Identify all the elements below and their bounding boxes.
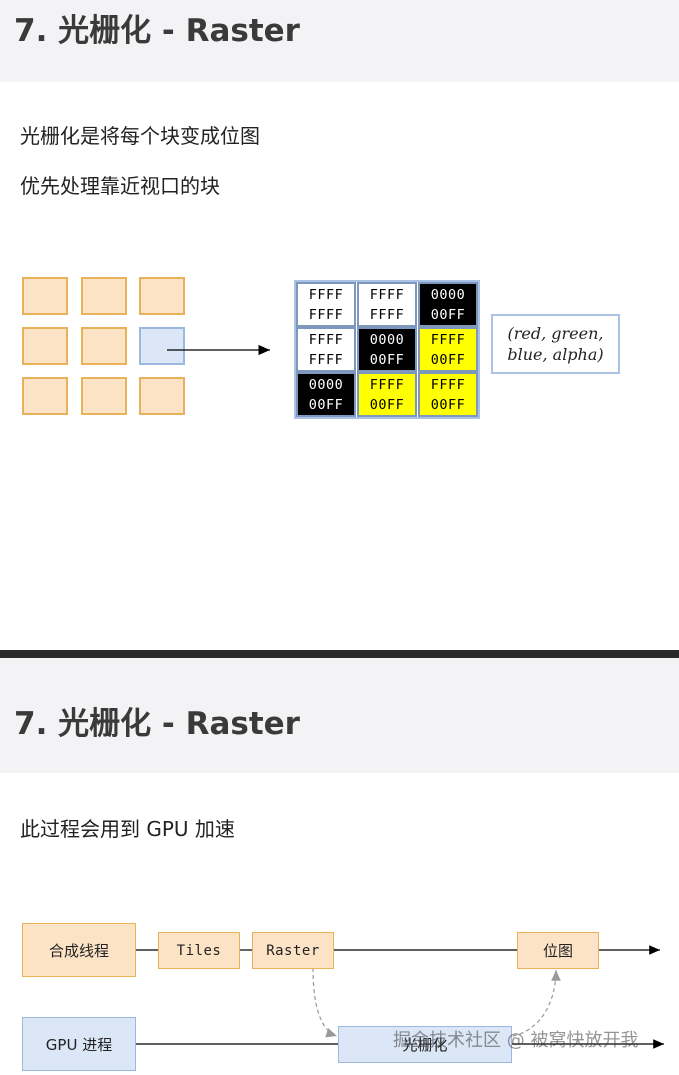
watermark: 掘金技术社区 @ 被窝快放开我 [393,1030,639,1051]
tile [22,377,68,415]
rgba-label: (red, green, blue, alpha) [507,324,604,364]
slide-1: 7. 光栅化 - Raster 光栅化是将每个块变成位图 优先处理靠近视口的块 … [0,0,679,419]
gpu-to-bitmap-dashed-arrow [512,969,561,1037]
bitmap-box: 位图 [517,932,599,969]
raster-to-gpu-dashed-arrow [312,967,338,1038]
slide-separator [0,650,679,658]
rasterize-box: 光栅化 [338,1026,512,1063]
title-bar: 7. 光栅化 - Raster [0,0,679,82]
tile [81,327,127,365]
tile [139,377,185,415]
text-line-1: 光栅化是将每个块变成位图 [20,124,260,148]
compositor-thread-box: 合成线程 [22,923,136,977]
gpu-process-label: GPU 进程 [45,1035,113,1054]
tiles-label: Tiles [176,942,222,959]
bitmap-label: 位图 [542,942,573,960]
flow-lines [135,945,664,1049]
tile [22,277,68,315]
raster-box: Raster [252,932,334,969]
slide-title: 7. 光栅化 - Raster [14,706,300,742]
compositor-thread-label: 合成线程 [48,941,109,960]
tile-highlighted [139,327,185,365]
arrow-layer [167,280,480,419]
rasterize-label: 光栅化 [402,1036,448,1054]
text-line: 此过程会用到 GPU 加速 [20,817,235,841]
slide-title: 7. 光栅化 - Raster [14,13,300,49]
tile [81,277,127,315]
raster-label: Raster [266,942,320,959]
title-bar: 7. 光栅化 - Raster [0,658,679,773]
text-line-2: 优先处理靠近视口的块 [20,174,220,198]
tiles-box: Tiles [158,932,240,969]
tile [81,377,127,415]
slide-2: 7. 光栅化 - Raster 此过程会用到 GPU 加速 合成线程 Tiles… [0,658,679,1075]
tile [139,277,185,315]
tile [22,327,68,365]
gpu-process-box: GPU 进程 [22,1017,136,1071]
pixel-grid-frame [294,280,480,419]
rgba-label-box: (red, green, blue, alpha) [491,314,620,374]
